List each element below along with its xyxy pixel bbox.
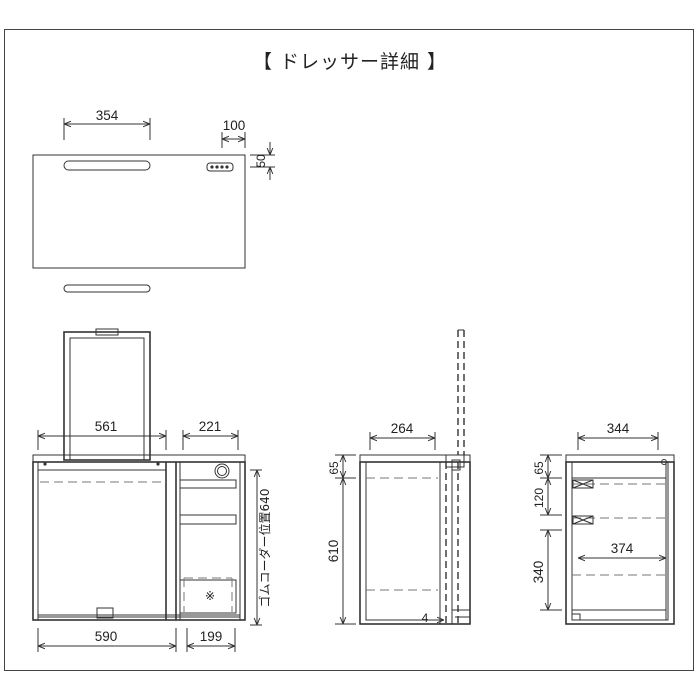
left-door bbox=[37, 469, 167, 618]
switch-dot bbox=[220, 165, 224, 169]
top-plate bbox=[32, 454, 246, 463]
mirror-view: 354 100 50 bbox=[32, 108, 275, 293]
mirror-lamp-bar bbox=[63, 284, 151, 293]
mirror-stand-outer bbox=[63, 331, 151, 461]
right-shelf-middle bbox=[179, 514, 237, 525]
dim-front-left: 561 bbox=[95, 419, 118, 434]
dim-side-depth: 264 bbox=[391, 421, 414, 436]
dim-front-right: 221 bbox=[199, 419, 222, 434]
side-view: 264 65 610 4 bbox=[326, 329, 471, 625]
dim-section-depth: 344 bbox=[607, 421, 630, 436]
dim-front-bottom-right: 199 bbox=[200, 629, 223, 644]
dim-mirror-width: 354 bbox=[96, 108, 119, 123]
drawing-title: 【 ドレッサー詳細 】 bbox=[252, 51, 448, 73]
mirror-light-slot bbox=[63, 160, 151, 171]
mirror-switch-panel bbox=[206, 162, 234, 172]
switch-dot bbox=[210, 165, 214, 169]
mirror-stand-inner bbox=[69, 337, 145, 461]
switch-dot bbox=[215, 165, 219, 169]
front-view: ※ 561 221 590 199 ゴムコーダー位置640 bbox=[32, 328, 272, 652]
cord-hole bbox=[96, 607, 114, 619]
dim-section-inner: 374 bbox=[611, 541, 634, 556]
side-body bbox=[359, 461, 471, 625]
dim-side-height: 610 bbox=[326, 540, 341, 563]
note-mark: ※ bbox=[205, 589, 215, 603]
dim-section-lower: 340 bbox=[531, 561, 546, 584]
section-view: 344 65 120 340 374 bbox=[531, 421, 675, 625]
dim-section-top: 65 bbox=[532, 461, 546, 475]
dim-section-drawer: 120 bbox=[532, 488, 546, 508]
dim-side-top: 65 bbox=[327, 461, 341, 475]
cord-position-label: ゴムコーダー位置640 bbox=[257, 489, 272, 608]
drawing-frame bbox=[4, 29, 694, 671]
dim-mirror-offset: 50 bbox=[254, 154, 268, 168]
side-top-plate bbox=[359, 454, 471, 463]
right-bottom-box bbox=[179, 579, 237, 614]
section-top-plate bbox=[565, 454, 675, 463]
outlet-circle bbox=[214, 463, 230, 479]
dim-side-small: 4 bbox=[422, 611, 429, 625]
switch-dot bbox=[225, 165, 229, 169]
dim-light-width: 100 bbox=[223, 118, 246, 133]
right-shelf-top bbox=[179, 479, 237, 489]
mirror-outline bbox=[32, 154, 246, 269]
dim-front-bottom-left: 590 bbox=[95, 629, 118, 644]
